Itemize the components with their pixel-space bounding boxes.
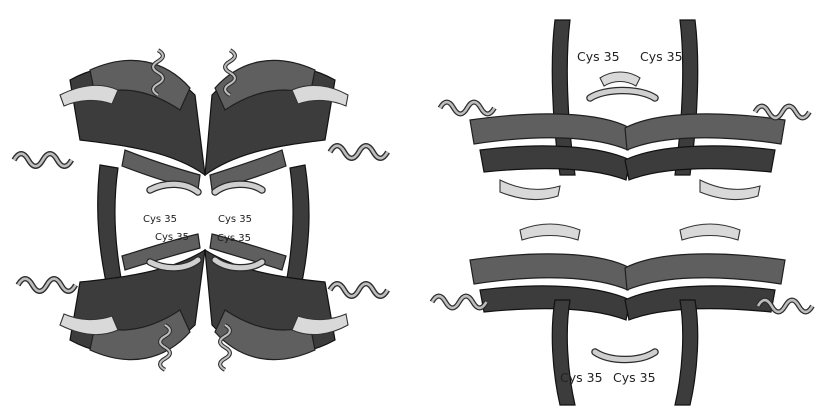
right-top-right-cys-label: Cys 35 [640, 49, 683, 64]
left-top-right-cys-label: Cys 35 [218, 214, 252, 225]
left-bottom-right-cys-label: Cys 35 [217, 233, 251, 244]
right-top-left-cys-label: Cys 35 [577, 49, 620, 64]
right-upper-dimer: Cys 35 Cys 35 [440, 20, 809, 199]
right-bottom-right-cys-label: Cys 35 [613, 370, 656, 385]
left-bottom-left-cys-label: Cys 35 [155, 232, 189, 243]
right-lower-dimer: Cys 35 Cys 35 [432, 224, 812, 405]
left-top-left-cys-label: Cys 35 [143, 214, 177, 225]
left-structure: Cys 35 Cys 35 Cys 35 Cys 35 [14, 50, 388, 370]
left-top-left-subunit [14, 50, 205, 300]
right-bottom-left-cys-label: Cys 35 [560, 370, 603, 385]
left-top-right-subunit [205, 50, 388, 300]
